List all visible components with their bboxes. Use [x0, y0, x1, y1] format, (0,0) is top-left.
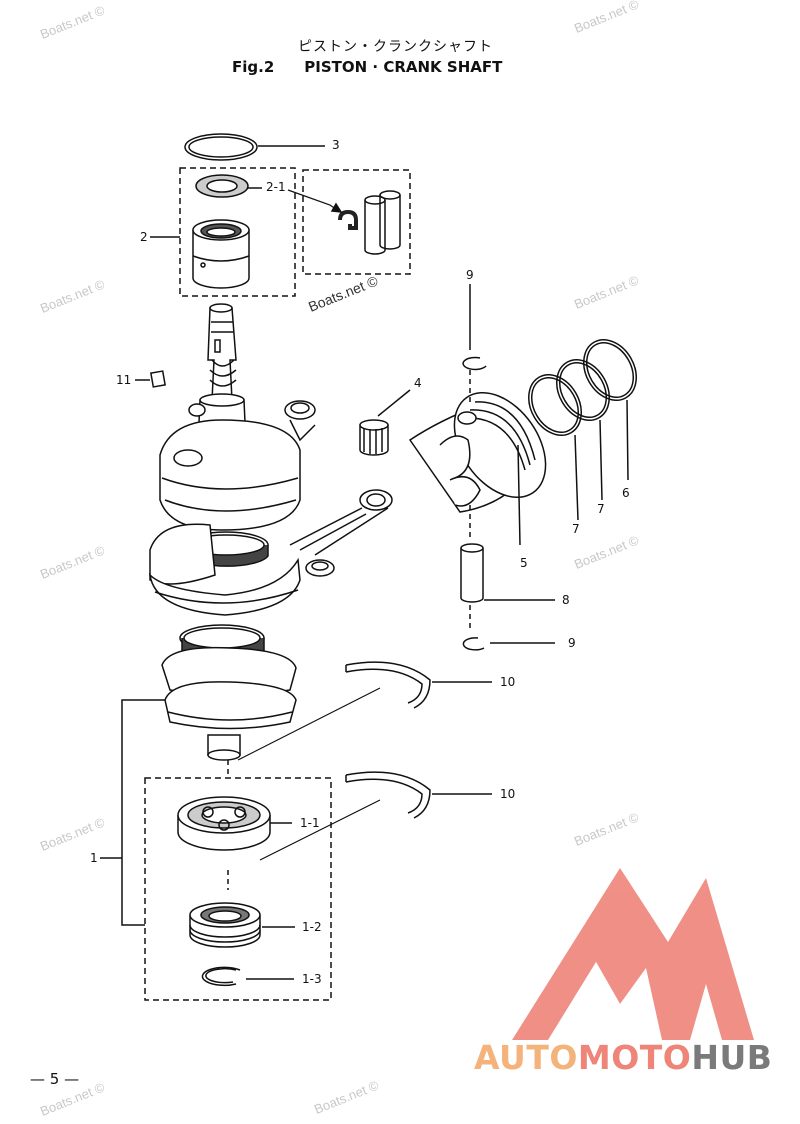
o-ring-part-3: [184, 133, 325, 161]
callout-3: 3: [332, 138, 340, 152]
callout-2: 2: [140, 230, 148, 244]
assembly-box-part-1: [144, 777, 332, 1001]
figure-number: Fig.2: [232, 58, 275, 76]
oil-seal-part-1-2: [189, 902, 295, 948]
callout-1: 1: [90, 851, 98, 865]
circlip-part-9-bottom: [462, 637, 555, 651]
page-number: — 5 —: [30, 1070, 80, 1088]
callout-7-b: 7: [597, 502, 605, 516]
callout-5: 5: [520, 556, 528, 570]
callout-1-3: 1-3: [302, 972, 322, 986]
thrust-washer-part-10-bottom: [345, 771, 492, 819]
piston-ring-part-7-b: [556, 359, 610, 501]
inset-box: [302, 169, 411, 275]
needle-cage-part-2-1: [195, 174, 262, 198]
title-japanese: ピストン・クランクシャフト: [298, 39, 493, 55]
title-english: Fig.2 PISTON · CRANK SHAFT: [232, 58, 502, 76]
callout-10-bottom: 10: [500, 787, 516, 801]
callout-4: 4: [414, 376, 422, 390]
callout-9-top: 9: [466, 268, 474, 282]
bracket-part-1: [100, 699, 165, 926]
piston-ring-part-7-a: [528, 374, 582, 521]
automotohub-logo-icon: [512, 868, 754, 1040]
callout-1-1: 1-1: [300, 816, 320, 830]
callout-11: 11: [116, 373, 132, 387]
assembly-box-part-2: [179, 167, 296, 297]
piston-part-5: [408, 391, 547, 546]
inset-needle-detail: [287, 189, 401, 255]
callout-8: 8: [562, 593, 570, 607]
bearing-part-2: [192, 219, 250, 289]
piston-ring-part-6: [583, 339, 637, 481]
crankshaft-part-1: [148, 303, 335, 761]
callout-9-bottom: 9: [568, 636, 576, 650]
callout-7-a: 7: [572, 522, 580, 536]
callout-1-2: 1-2: [302, 920, 322, 934]
callout-2-1: 2-1: [266, 180, 286, 194]
ball-bearing-part-1-1: [177, 796, 292, 851]
snap-ring-part-1-3: [201, 966, 294, 987]
key-part-11: [135, 370, 166, 388]
connecting-rod: [289, 489, 393, 556]
brand-part-auto: AUTO: [474, 1038, 578, 1077]
needle-bearing-part-4: [359, 389, 411, 456]
callout-6: 6: [622, 486, 630, 500]
piston-pin-part-8: [460, 505, 555, 632]
circlip-part-9-top: [462, 284, 487, 405]
figure-title: PISTON · CRANK SHAFT: [304, 58, 503, 76]
thrust-washer-part-10-top: [237, 661, 492, 761]
brand-part-moto: MOTO: [577, 1038, 692, 1077]
brand-part-hub: HUB: [691, 1038, 773, 1077]
callout-10-top: 10: [500, 675, 516, 689]
brand-wordmark: AUTOMOTOHUB: [474, 1038, 772, 1077]
